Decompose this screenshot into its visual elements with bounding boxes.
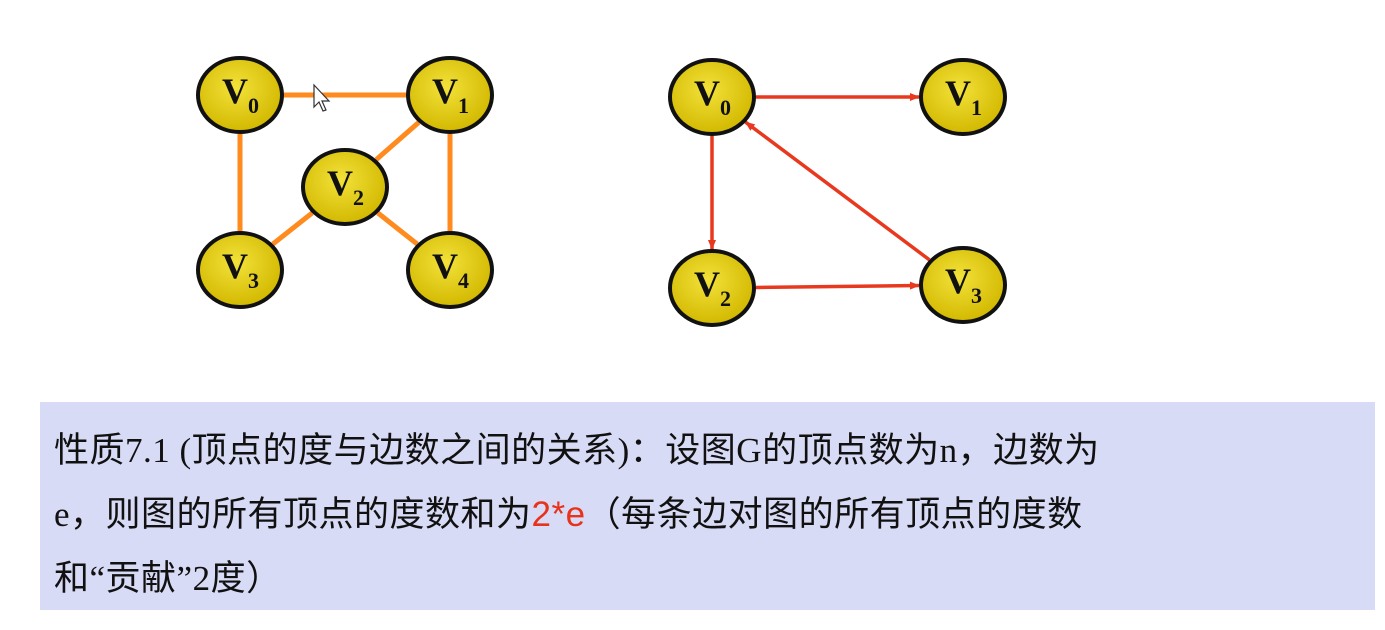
edge-V3-V0 bbox=[744, 120, 931, 262]
edge-V1-V2 bbox=[374, 120, 421, 162]
property-text: （每条边对图的所有顶点的度数 bbox=[585, 495, 1083, 534]
property-line-2: e，则图的所有顶点的度数和为2*e（每条边对图的所有顶点的度数 bbox=[54, 486, 1083, 537]
node-label: V4 bbox=[432, 246, 469, 293]
property-box: 性质7.1 (顶点的度与边数之间的关系)：设图G的顶点数为n，边数为 e，则图的… bbox=[40, 402, 1375, 610]
node-label: V1 bbox=[945, 73, 982, 120]
edge-V2-V4 bbox=[376, 210, 419, 247]
node-label: V2 bbox=[694, 264, 731, 311]
property-text: e，则图的所有顶点的度数和为 bbox=[54, 495, 532, 534]
node-V3: V3 bbox=[919, 246, 1007, 324]
node-label: V1 bbox=[432, 71, 469, 118]
property-line-1: 性质7.1 (顶点的度与边数之间的关系)：设图G的顶点数为n，边数为 bbox=[54, 431, 1100, 470]
property-line-3: 和“贡献”2度） bbox=[54, 559, 282, 598]
node-V2: V2 bbox=[301, 148, 389, 226]
node-label: V2 bbox=[327, 163, 364, 210]
highlight-formula: 2*e bbox=[531, 495, 586, 534]
node-V1: V1 bbox=[406, 56, 494, 134]
node-V4: V4 bbox=[406, 231, 494, 309]
node-V0: V0 bbox=[196, 56, 284, 134]
node-label: V0 bbox=[694, 73, 731, 120]
node-V2: V2 bbox=[668, 249, 756, 327]
edge-V2-V3 bbox=[271, 210, 314, 247]
node-label: V3 bbox=[222, 246, 259, 293]
node-V1: V1 bbox=[919, 58, 1007, 136]
node-V0: V0 bbox=[668, 58, 756, 136]
node-label: V0 bbox=[222, 71, 259, 118]
edge-V2-V3 bbox=[755, 281, 921, 290]
node-V3: V3 bbox=[196, 231, 284, 309]
mouse-cursor-icon bbox=[313, 83, 331, 112]
node-label: V3 bbox=[945, 261, 982, 308]
